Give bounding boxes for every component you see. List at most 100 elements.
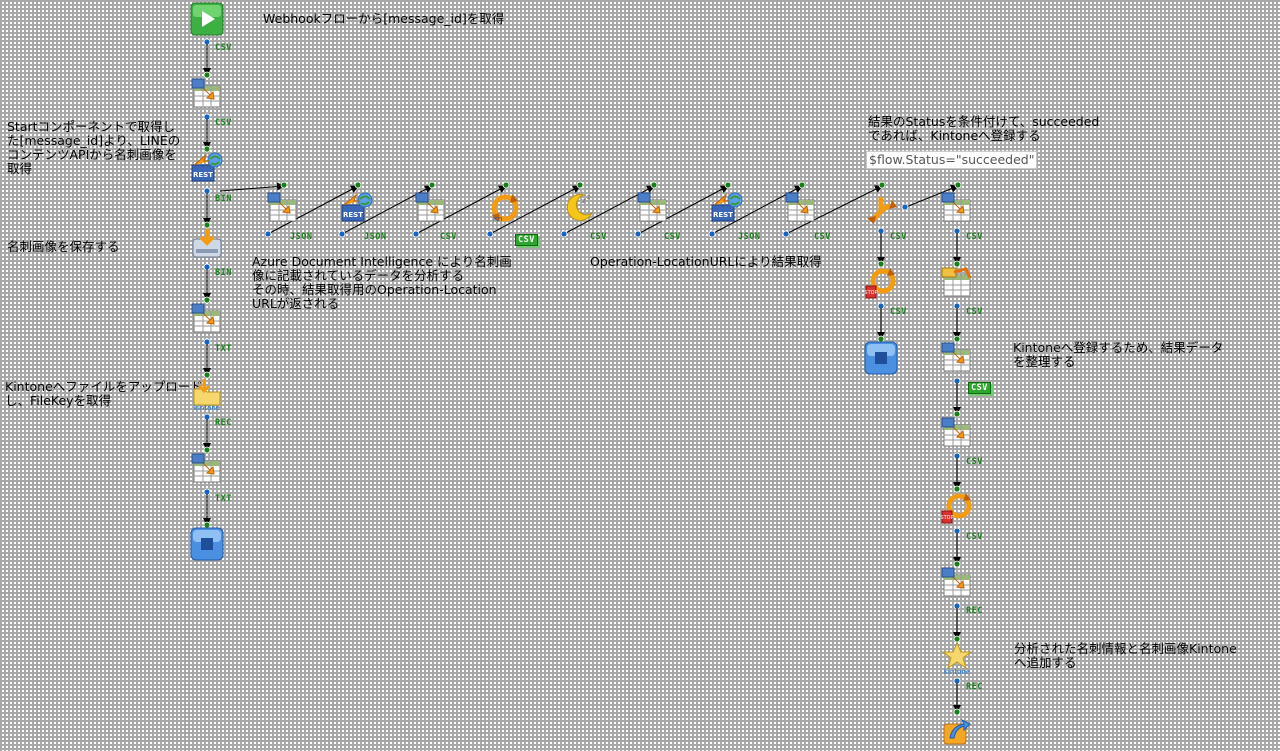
kintone-add-node[interactable]: kintone	[940, 641, 974, 675]
result-rest-node[interactable]: REST	[710, 191, 744, 225]
save-icon	[192, 229, 222, 258]
connector-dot[interactable]	[338, 230, 346, 238]
mapper-node[interactable]	[940, 566, 974, 600]
mapper-node[interactable]	[190, 302, 224, 336]
mapper-node[interactable]	[414, 191, 448, 225]
connector-dot[interactable]	[280, 181, 288, 189]
connector-dot[interactable]	[901, 203, 909, 211]
condition-expression[interactable]: $flow.Status="succeeded"	[866, 151, 1038, 169]
grid-line-vertical	[37, 0, 38, 751]
flow-link[interactable]	[415, 185, 507, 235]
connector-dot[interactable]	[953, 335, 961, 343]
mapper-node[interactable]	[940, 341, 974, 375]
end-node[interactable]	[864, 341, 898, 375]
format-label-txt: TXT	[215, 344, 232, 354]
flow-link[interactable]	[489, 185, 581, 235]
connector-dot[interactable]	[428, 181, 436, 189]
svg-text:z: z	[582, 197, 586, 205]
grid-line-vertical	[185, 0, 186, 751]
grid-line-vertical	[777, 0, 778, 751]
annotation-webhook: Webhookフローから[message_id]を取得	[263, 11, 505, 26]
status-branch-node[interactable]	[864, 191, 898, 225]
flow-link[interactable]	[785, 185, 883, 235]
flow-link[interactable]	[219, 182, 285, 192]
connector-dot[interactable]	[502, 181, 510, 189]
annotation-start-fetch: Startコンポーネントで取得し た[message_id]より、LINEの コ…	[7, 119, 181, 176]
loop-stop-icon: STOP	[864, 268, 896, 299]
connector-dot[interactable]	[203, 145, 211, 153]
connector-dot[interactable]	[486, 230, 494, 238]
grid-line-horizontal	[0, 629, 1280, 630]
connector-dot[interactable]	[203, 221, 211, 229]
connector-dot[interactable]	[878, 181, 886, 189]
loop-stop-node[interactable]: STOP	[940, 491, 974, 525]
grid-line-vertical	[999, 0, 1000, 751]
connector-dot[interactable]	[954, 181, 962, 189]
connector-dot[interactable]	[634, 230, 642, 238]
kintone-up-icon: kintone	[193, 379, 221, 411]
grid-line-vertical	[333, 0, 334, 751]
mapper-icon	[941, 567, 971, 597]
end-icon	[864, 341, 898, 375]
flow-link[interactable]	[637, 185, 729, 235]
connector-dot[interactable]	[264, 230, 272, 238]
connector-dot[interactable]	[203, 371, 211, 379]
sleep-node[interactable]: z z	[562, 191, 596, 225]
connector-dot[interactable]	[708, 230, 716, 238]
end-node[interactable]	[190, 527, 224, 561]
connector-dot[interactable]	[782, 230, 790, 238]
mapper-node[interactable]	[266, 191, 300, 225]
flow-link[interactable]	[905, 184, 959, 208]
connector-dot[interactable]	[724, 181, 732, 189]
mapper-node[interactable]	[940, 191, 974, 225]
grid-line-horizontal	[0, 740, 1280, 741]
start-node[interactable]	[190, 2, 224, 36]
loop-node[interactable]: ×n	[488, 191, 522, 225]
connector-dot[interactable]	[412, 230, 420, 238]
connector-dot[interactable]	[953, 485, 961, 493]
connector-dot[interactable]	[650, 181, 658, 189]
svg-text:STOP: STOP	[940, 515, 953, 521]
grid-line-vertical	[407, 0, 408, 751]
kintone-upload-node[interactable]: kintone	[190, 377, 224, 411]
grid-line-horizontal	[0, 185, 1280, 186]
grid-line-vertical	[1073, 0, 1074, 751]
format-label-csv: CSV	[890, 232, 907, 242]
connector-dot[interactable]	[953, 260, 961, 268]
connector-dot[interactable]	[877, 260, 885, 268]
mapper-node[interactable]	[636, 191, 670, 225]
connector-dot[interactable]	[953, 708, 961, 716]
connector-dot[interactable]	[953, 410, 961, 418]
connector-dot[interactable]	[576, 181, 584, 189]
connector-dot[interactable]	[798, 181, 806, 189]
mapper-node[interactable]	[940, 266, 974, 300]
mapper-icon	[941, 342, 971, 372]
grid-line-vertical	[629, 0, 630, 751]
export-node[interactable]	[940, 714, 974, 748]
connector-dot[interactable]	[203, 296, 211, 304]
azure-rest-node[interactable]: REST	[340, 191, 374, 225]
connector-dot[interactable]	[953, 560, 961, 568]
mapper-node[interactable]	[940, 416, 974, 450]
connector-dot[interactable]	[203, 71, 211, 79]
grid-line-vertical	[259, 0, 260, 751]
svg-text:kintone: kintone	[194, 404, 220, 411]
mapper-node[interactable]	[784, 191, 818, 225]
format-label-csv: CSV	[966, 307, 983, 317]
grid-line-horizontal	[0, 703, 1280, 704]
svg-text:z: z	[587, 194, 590, 201]
connector-dot[interactable]	[354, 181, 362, 189]
format-label-csv: CSV	[215, 118, 232, 128]
annotation-save-image: 名刺画像を保存する	[7, 239, 120, 254]
connector-dot[interactable]	[560, 230, 568, 238]
line-rest-node[interactable]: REST	[190, 151, 224, 185]
rest-icon: REST	[711, 192, 743, 222]
file-save-node[interactable]	[190, 227, 224, 261]
mapper-node[interactable]	[190, 77, 224, 111]
connector-dot[interactable]	[203, 446, 211, 454]
flow-link[interactable]	[267, 185, 359, 235]
mapper-node[interactable]	[190, 452, 224, 486]
mapper-icon	[941, 417, 971, 447]
loop-stop-node[interactable]: STOP	[864, 266, 898, 300]
